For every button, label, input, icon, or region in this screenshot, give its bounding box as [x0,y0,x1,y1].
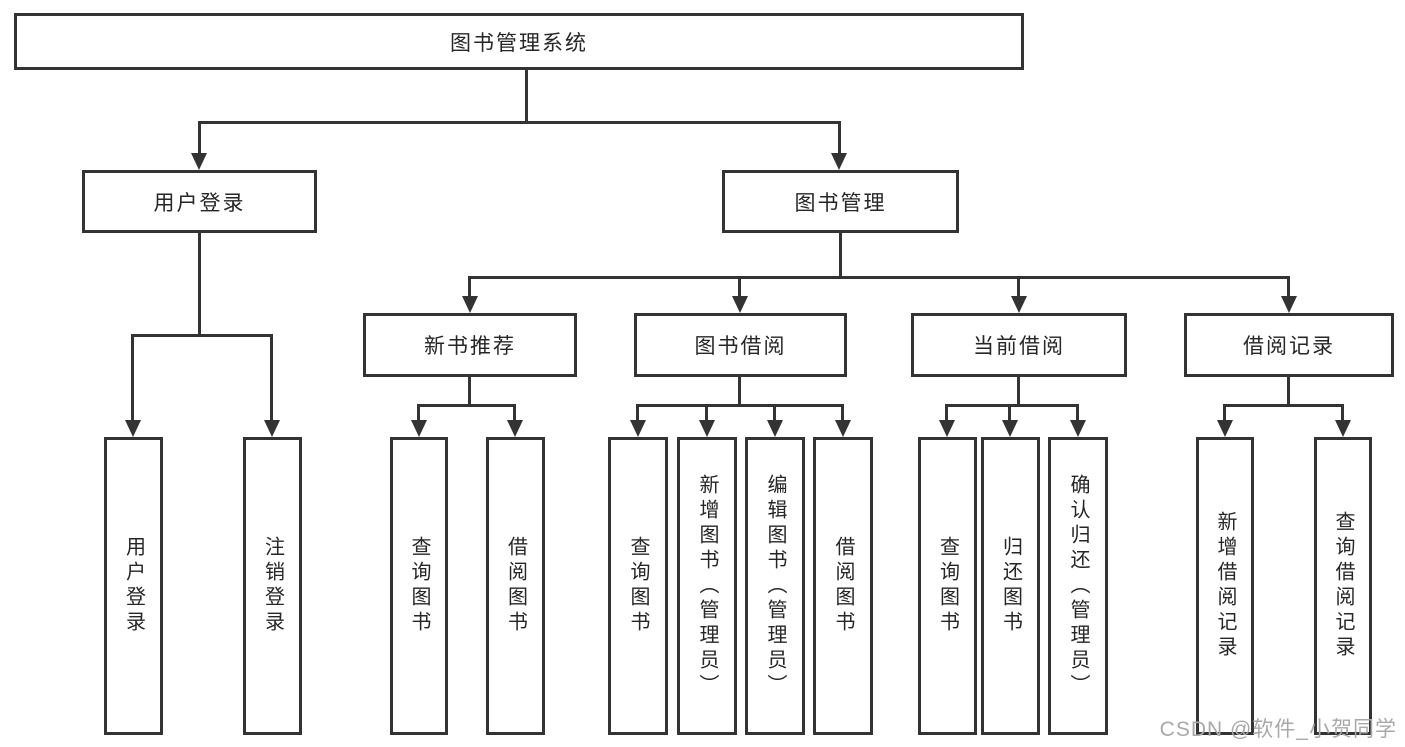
connector-line [468,276,1290,279]
node-leaf-query-books-3: 查询图书 [918,437,977,735]
connector-line [468,276,471,296]
connector-line [198,233,201,337]
arrowhead-icon [1002,420,1018,437]
node-leaf-query-books-1: 查询图书 [390,437,448,735]
watermark: CSDN @软件_小贺同学 [1159,718,1397,741]
node-book-management-branch: 图书管理 [722,170,959,233]
arrowhead-icon [507,420,523,437]
connector-line [636,404,844,407]
connector-line [1287,377,1290,406]
node-leaf-borrow-books-1: 借阅图书 [486,437,545,735]
node-borrow-records: 借阅记录 [1184,313,1394,377]
arrowhead-icon [1217,420,1233,437]
connector-line [773,404,776,420]
connector-line [636,404,639,420]
node-leaf-logout: 注销登录 [243,437,302,735]
arrowhead-icon [191,153,207,170]
connector-line [417,404,420,420]
node-leaf-edit-books-admin: 编辑图书（管理员） [745,437,805,735]
connector-line [270,334,273,420]
arrowhead-icon [1281,296,1297,313]
connector-line [198,121,841,124]
connector-line [468,377,471,406]
arrowhead-icon [732,296,748,313]
connector-line [131,334,273,337]
node-leaf-query-borrow-record: 查询借阅记录 [1314,437,1372,735]
arrowhead-icon [939,420,955,437]
arrowhead-icon [831,153,847,170]
connector-line [738,377,741,406]
connector-line [945,404,1079,407]
arrowhead-icon [699,420,715,437]
node-leaf-add-borrow-record: 新增借阅记录 [1196,437,1254,735]
node-leaf-return-books: 归还图书 [981,437,1040,735]
arrowhead-icon [125,420,141,437]
connector-line [417,404,516,407]
node-leaf-confirm-return-admin: 确认归还（管理员） [1048,437,1108,735]
arrowhead-icon [630,420,646,437]
connector-line [705,404,708,420]
node-leaf-query-books-2: 查询图书 [608,437,668,735]
connector-line [1017,377,1020,406]
arrowhead-icon [767,420,783,437]
connector-line [1223,404,1226,420]
node-leaf-borrow-books-2: 借阅图书 [813,437,873,735]
connector-line [513,404,516,420]
arrowhead-icon [1070,420,1086,437]
connector-line [1008,404,1011,420]
node-root: 图书管理系统 [14,13,1024,70]
connector-line [1076,404,1079,420]
connector-line [838,121,841,153]
arrowhead-icon [1335,420,1351,437]
arrowhead-icon [835,420,851,437]
connector-line [198,121,201,153]
connector-line [1341,404,1344,420]
node-new-book-recommend: 新书推荐 [363,313,577,377]
node-user-login-branch: 用户登录 [82,170,317,233]
connector-line [525,70,528,123]
connector-line [1017,276,1020,296]
arrowhead-icon [264,420,280,437]
connector-line [131,334,134,420]
arrowhead-icon [462,296,478,313]
node-current-borrow: 当前借阅 [911,313,1127,377]
connector-line [1287,276,1290,296]
arrowhead-icon [411,420,427,437]
connector-line [841,404,844,420]
node-leaf-add-books-admin: 新增图书（管理员） [677,437,737,735]
arrowhead-icon [1011,296,1027,313]
node-book-borrow: 图书借阅 [634,313,847,377]
connector-line [839,233,842,278]
node-leaf-user-login: 用户登录 [104,437,163,735]
connector-line [945,404,948,420]
connector-line [1223,404,1344,407]
connector-line [738,276,741,296]
